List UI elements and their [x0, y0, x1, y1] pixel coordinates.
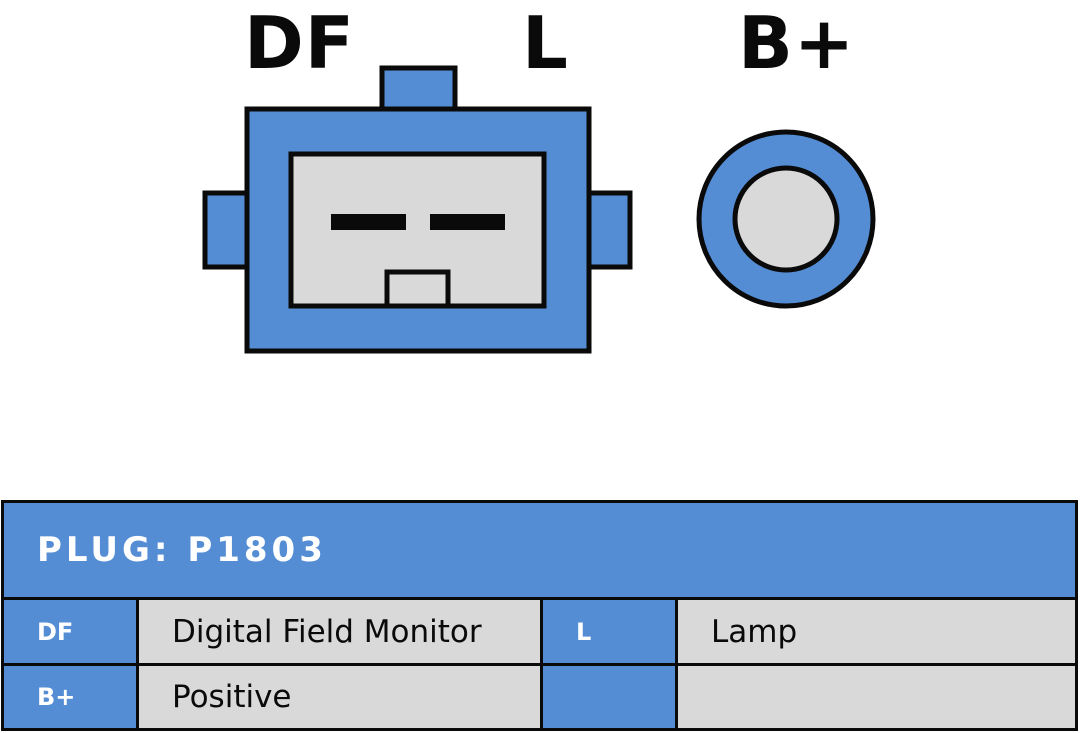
connector-right-tab [584, 190, 633, 270]
row2-code1: B+ [4, 666, 136, 728]
row2-desc1: Positive [139, 666, 540, 728]
pin-label-l: L [522, 1, 569, 85]
connector-key-tab [379, 65, 458, 115]
pin-slot-l [430, 214, 505, 230]
row1-desc1: Digital Field Monitor [139, 600, 540, 663]
bplus-terminal-stud [732, 165, 840, 273]
row1-code1: DF [4, 600, 136, 663]
row1-desc2: Lamp [678, 600, 1075, 663]
connector-diagram [202, 65, 876, 354]
pin-slot-df [331, 214, 406, 230]
pin-label-bplus: B+ [738, 1, 856, 85]
pin-table: PLUG: P1803 DF Digital Field Monitor L L… [1, 500, 1078, 731]
row2-desc2 [678, 666, 1075, 728]
socket-notch [384, 269, 451, 309]
pin-label-df: DF [244, 1, 355, 85]
row1-code2: L [543, 600, 675, 663]
plug-header: PLUG: P1803 [4, 503, 1075, 597]
connector-left-tab [202, 190, 253, 270]
row2-code2 [543, 666, 675, 728]
